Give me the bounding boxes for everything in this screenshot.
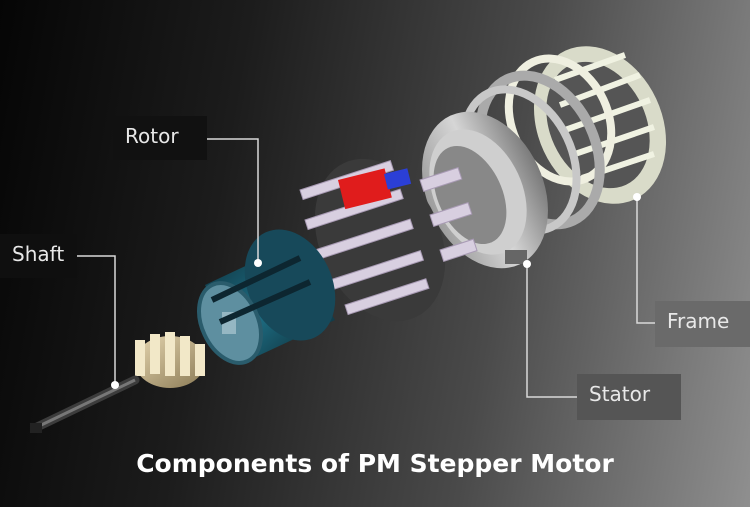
rotor-cage [299,158,478,322]
shaft-part [30,375,140,433]
shaft-label: Shaft [0,234,77,278]
frame-label: Frame [655,301,750,347]
frame-dot [633,193,641,201]
stator-label: Stator [577,374,681,420]
blue-magnet [384,168,412,190]
rotor-leader [207,138,259,263]
rotor-dot [254,259,262,267]
diagram-caption: Components of PM Stepper Motor [136,449,614,478]
red-magnet [338,168,392,210]
rotor-label: Rotor [113,116,207,160]
leader-lines [77,138,655,398]
shaft-dot [111,381,119,389]
pinion-gear [135,332,205,388]
rotor-part [197,229,336,365]
stator-leader [526,264,577,398]
leader-dots [111,193,641,389]
shaft-leader [77,255,116,385]
frame-leader [636,197,655,324]
stator-dot [523,260,531,268]
